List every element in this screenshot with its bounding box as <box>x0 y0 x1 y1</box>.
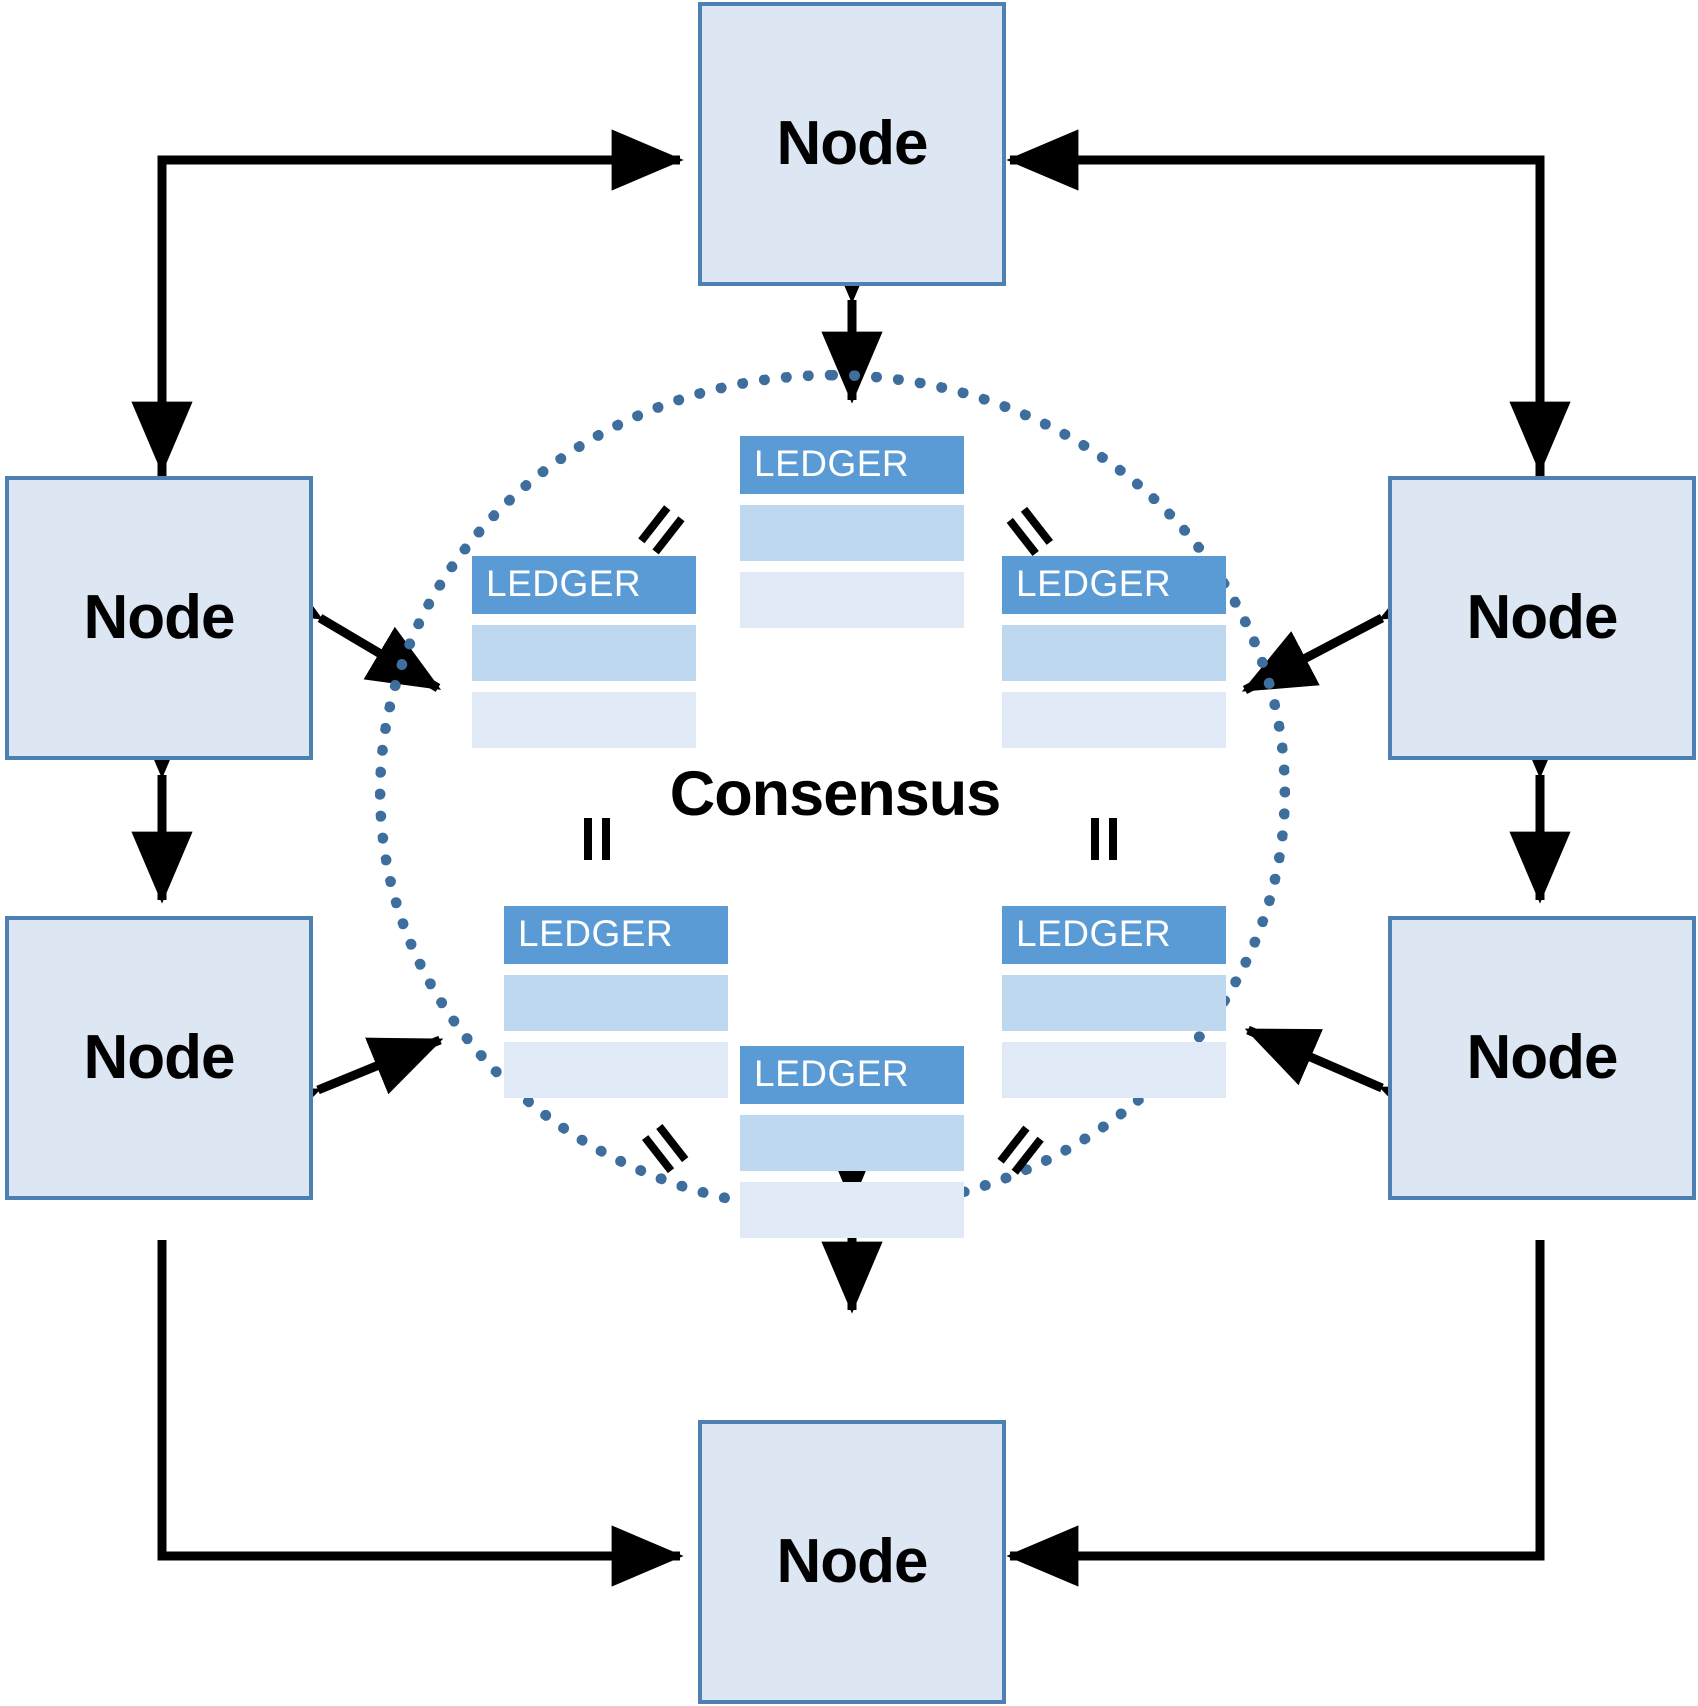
ledger-right-lower-row-1 <box>1002 975 1226 1031</box>
ledger-right-upper[interactable]: LEDGER <box>1002 556 1226 748</box>
node-bottom-label: Node <box>776 1527 929 1596</box>
ledger-left-upper-row-1 <box>472 625 696 681</box>
ledger-left-upper-header: LEDGER <box>472 556 696 614</box>
ledger-bottom-header: LEDGER <box>740 1046 964 1104</box>
node-right-upper-label: Node <box>1466 583 1619 652</box>
equals-icon-middle-right <box>1085 818 1125 860</box>
consensus-label: Consensus <box>669 759 1002 829</box>
ledger-left-lower-row-1 <box>504 975 728 1031</box>
node-left-upper[interactable]: Node <box>5 476 313 760</box>
arrow-rightlower-to-consensus <box>1244 1025 1457 1144</box>
ledger-right-lower[interactable]: LEDGER <box>1002 906 1226 1098</box>
arrow-leftlower-to-consensus <box>243 1035 444 1145</box>
node-right-lower-label: Node <box>1466 1023 1619 1092</box>
ledger-left-upper[interactable]: LEDGER <box>472 556 696 748</box>
node-bottom[interactable]: Node <box>698 1420 1006 1704</box>
node-top-label: Node <box>776 109 929 178</box>
ledger-top-row-1 <box>740 505 964 561</box>
node-left-upper-label: Node <box>83 583 236 652</box>
ledger-right-upper-row-2 <box>1002 692 1226 748</box>
ledger-top-row-2 <box>740 572 964 628</box>
node-left-lower-label: Node <box>83 1023 236 1092</box>
node-right-upper[interactable]: Node <box>1388 476 1696 760</box>
ledger-top[interactable]: LEDGER <box>740 436 964 628</box>
node-top[interactable]: Node <box>698 2 1006 286</box>
ledger-left-upper-row-2 <box>472 692 696 748</box>
ledger-left-lower-row-2 <box>504 1042 728 1098</box>
ledger-left-lower-header: LEDGER <box>504 906 728 964</box>
ledger-right-upper-row-1 <box>1002 625 1226 681</box>
ledger-bottom[interactable]: LEDGER <box>740 1046 964 1238</box>
ledger-right-lower-header: LEDGER <box>1002 906 1226 964</box>
arrow-leftlower-to-bottom <box>157 1240 684 1587</box>
ledger-right-upper-header: LEDGER <box>1002 556 1226 614</box>
node-right-lower[interactable]: Node <box>1388 916 1696 1200</box>
ledger-bottom-row-1 <box>740 1115 964 1171</box>
node-left-lower[interactable]: Node <box>5 916 313 1200</box>
ledger-right-lower-row-2 <box>1002 1042 1226 1098</box>
ledger-bottom-row-2 <box>740 1182 964 1238</box>
ledger-left-lower[interactable]: LEDGER <box>504 906 728 1098</box>
arrow-rightupper-to-top <box>1006 129 1545 480</box>
ledger-top-header: LEDGER <box>740 436 964 494</box>
arrow-rightlower-to-bottom <box>1006 1240 1545 1587</box>
